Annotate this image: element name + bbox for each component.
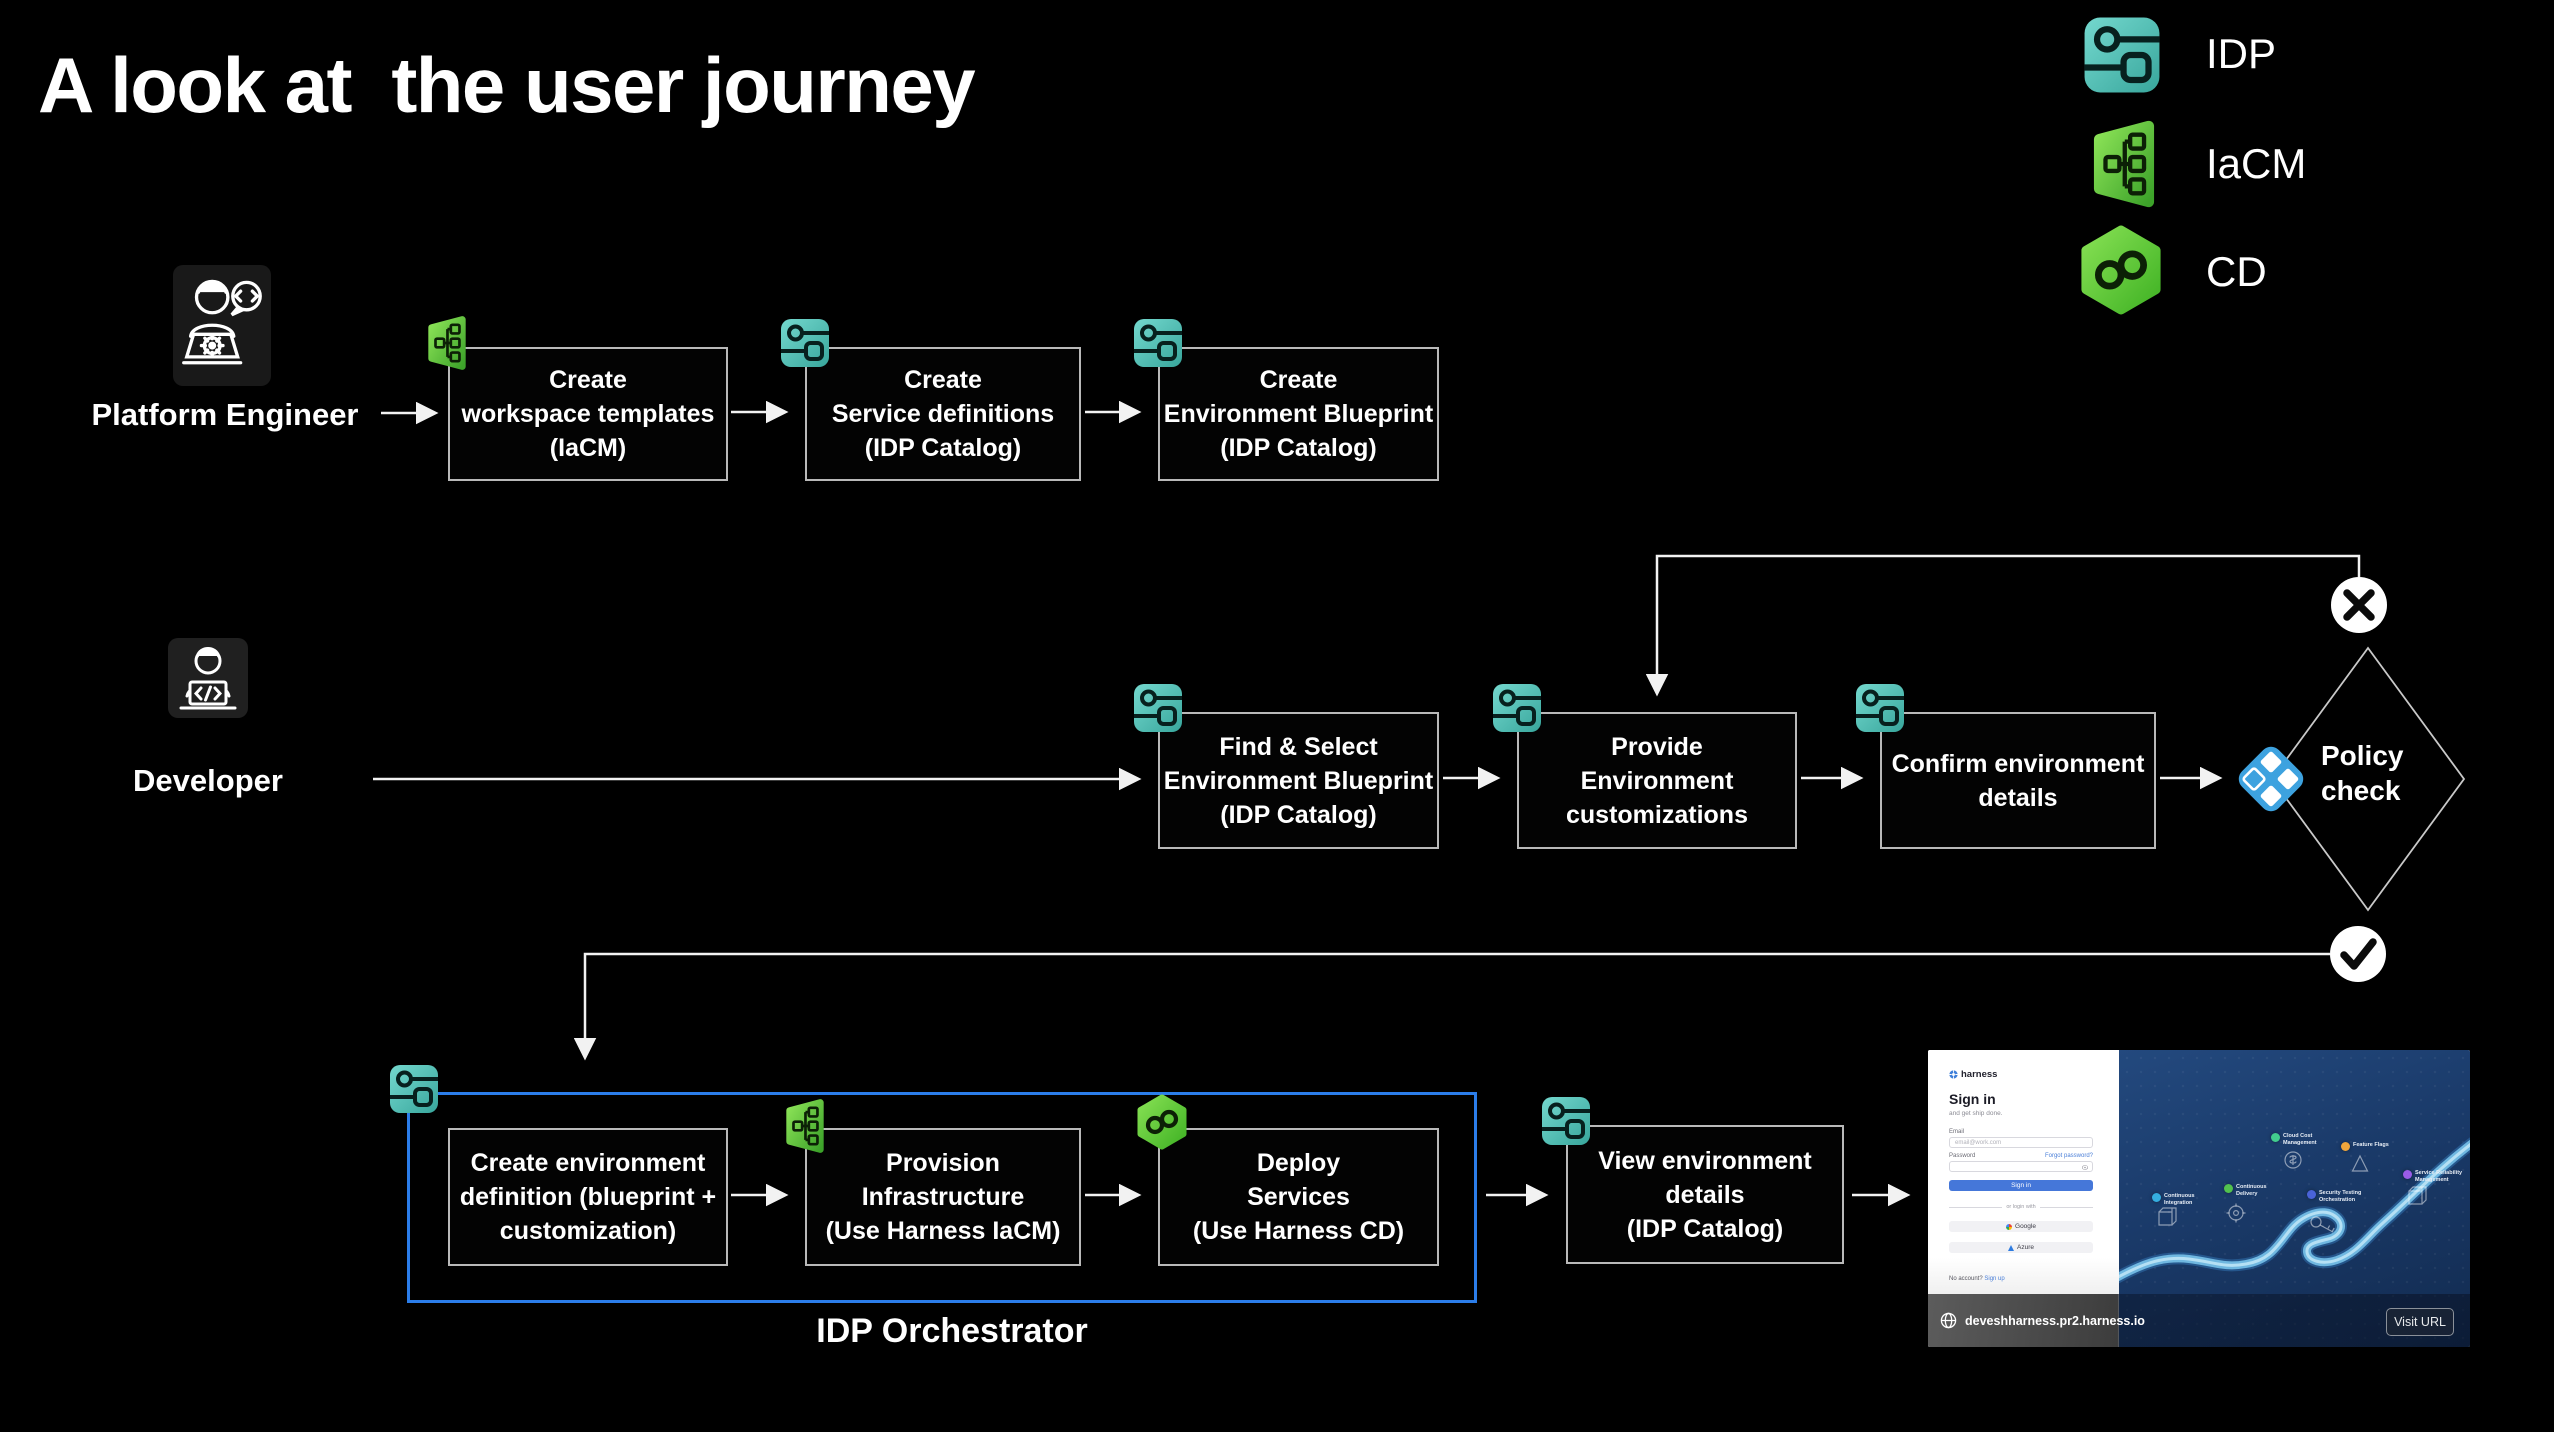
idp-orchestrator-label: IDP Orchestrator [816, 1312, 1088, 1350]
platform-engineer-avatar [173, 265, 271, 386]
email-field[interactable]: email@work.com [1949, 1137, 2093, 1148]
module-badge-security-testing: Security Testing Orchestration [2307, 1190, 2367, 1203]
google-login-button[interactable]: Google [1949, 1221, 2093, 1232]
idp-icon [1492, 683, 1542, 733]
signin-subheading: and get ship done. [1949, 1110, 2003, 1117]
flow-box-provide-customizations: Provide Environment customizations [1517, 712, 1797, 849]
flow-box-create-service-definitions: Create Service definitions (IDP Catalog) [805, 347, 1081, 481]
module-dot [2341, 1142, 2350, 1151]
module-label: Service Reliability Management [2415, 1170, 2463, 1183]
forgot-password-link[interactable]: Forgot password? [2044, 1153, 2093, 1159]
flow-box-create-environment-definition: Create environment definition (blueprint… [448, 1128, 728, 1266]
module-badge-service-reliability: Service Reliability Management [2403, 1170, 2467, 1183]
screenshot-url-bar: deveshharness.pr2.harness.io Visit URL [1928, 1294, 2470, 1347]
module-badge-cloud-cost-management: Cloud Cost Management [2271, 1133, 2333, 1146]
google-icon [2006, 1223, 2013, 1230]
legend-label-iacm: IaCM [2206, 140, 2307, 187]
idp-icon [1855, 683, 1905, 733]
flow-box-provision-infrastructure: Provision Infrastructure (Use Harness Ia… [805, 1128, 1081, 1266]
iacm-icon [782, 1098, 828, 1154]
module-label: Cloud Cost Management [2283, 1133, 2317, 1146]
password-label: Password [1949, 1153, 1976, 1159]
module-badge-continuous-integration: Continuous Integration [2152, 1193, 2202, 1206]
reject-feedback-line [1645, 554, 2361, 697]
policy-engine-icon [2238, 746, 2304, 812]
flow-box-deploy-services: Deploy Services (Use Harness CD) [1158, 1128, 1439, 1266]
approve-line [573, 952, 2330, 1061]
harness-signin-screenshot: Cloud Cost Management Feature Flags Serv… [1928, 1050, 2470, 1347]
azure-login-button[interactable]: Azure [1949, 1242, 2093, 1253]
idp-icon [780, 318, 830, 368]
module-dot [2307, 1190, 2316, 1199]
platform-engineer-icon [182, 279, 262, 365]
idp-icon [2083, 16, 2161, 94]
developer-icon [179, 647, 237, 710]
show-password-eye-icon[interactable] [2082, 1165, 2088, 1170]
policy-check-diamond [2270, 646, 2466, 912]
module-badge-feature-flags: Feature Flags [2341, 1142, 2399, 1151]
email-label: Email [1949, 1129, 1965, 1135]
platform-engineer-label: Platform Engineer [91, 397, 359, 432]
idp-icon [1133, 318, 1183, 368]
reject-icon [2331, 577, 2387, 633]
no-account-row: No account? Sign up [1949, 1276, 2005, 1282]
signin-heading: Sign in [1949, 1091, 1996, 1107]
harness-logo-icon [1949, 1070, 1958, 1079]
module-label: Continuous Delivery [2236, 1184, 2267, 1197]
module-dot [2271, 1133, 2280, 1142]
module-dot [2224, 1184, 2233, 1193]
module-dot [2403, 1170, 2412, 1179]
journey-road-illustration [2119, 1137, 2470, 1284]
policy-check-label: Policy check [2321, 740, 2404, 806]
flow-box-create-workspace-templates: Create workspace templates (IaCM) [448, 347, 728, 481]
harness-logo: harness [1949, 1069, 1997, 1080]
flow-box-create-environment-blueprint: Create Environment Blueprint (IDP Catalo… [1158, 347, 1439, 481]
idp-icon [389, 1064, 439, 1114]
developer-avatar [168, 638, 248, 718]
module-label: Feature Flags [2353, 1142, 2389, 1148]
module-label: Security Testing Orchestration [2319, 1190, 2362, 1203]
approve-icon [2330, 926, 2386, 982]
legend-label-idp: IDP [2206, 30, 2277, 77]
azure-icon [2008, 1244, 2014, 1251]
cd-icon [2079, 222, 2163, 318]
signin-button[interactable]: Sign in [1949, 1180, 2093, 1191]
flow-box-find-select-blueprint: Find & Select Environment Blueprint (IDP… [1158, 712, 1439, 849]
page-title: A look at the user journey [38, 41, 976, 129]
flow-box-view-environment-details: View environment details (IDP Catalog) [1566, 1125, 1844, 1264]
visit-url-button[interactable]: Visit URL [2386, 1308, 2454, 1336]
illustration-doodles [2158, 1151, 2427, 1233]
signup-link[interactable]: Sign up [1984, 1276, 2005, 1282]
flow-box-confirm-environment-details: Confirm environment details [1880, 712, 2156, 849]
module-dot [2152, 1193, 2161, 1202]
idp-icon [1541, 1096, 1591, 1146]
idp-icon [1133, 683, 1183, 733]
module-badge-continuous-delivery: Continuous Delivery [2224, 1184, 2274, 1197]
iacm-icon [424, 315, 470, 371]
login-divider: or login with [1949, 1204, 2094, 1210]
screenshot-url: deveshharness.pr2.harness.io [1965, 1313, 2145, 1328]
iacm-icon [2087, 116, 2161, 212]
password-field[interactable] [1949, 1161, 2093, 1172]
cd-icon [1136, 1094, 1188, 1150]
legend-label-cd: CD [2206, 248, 2267, 295]
idp-orchestrator-container [407, 1092, 1477, 1303]
globe-icon [1940, 1312, 1957, 1329]
developer-label: Developer [133, 763, 283, 798]
module-label: Continuous Integration [2164, 1193, 2195, 1206]
